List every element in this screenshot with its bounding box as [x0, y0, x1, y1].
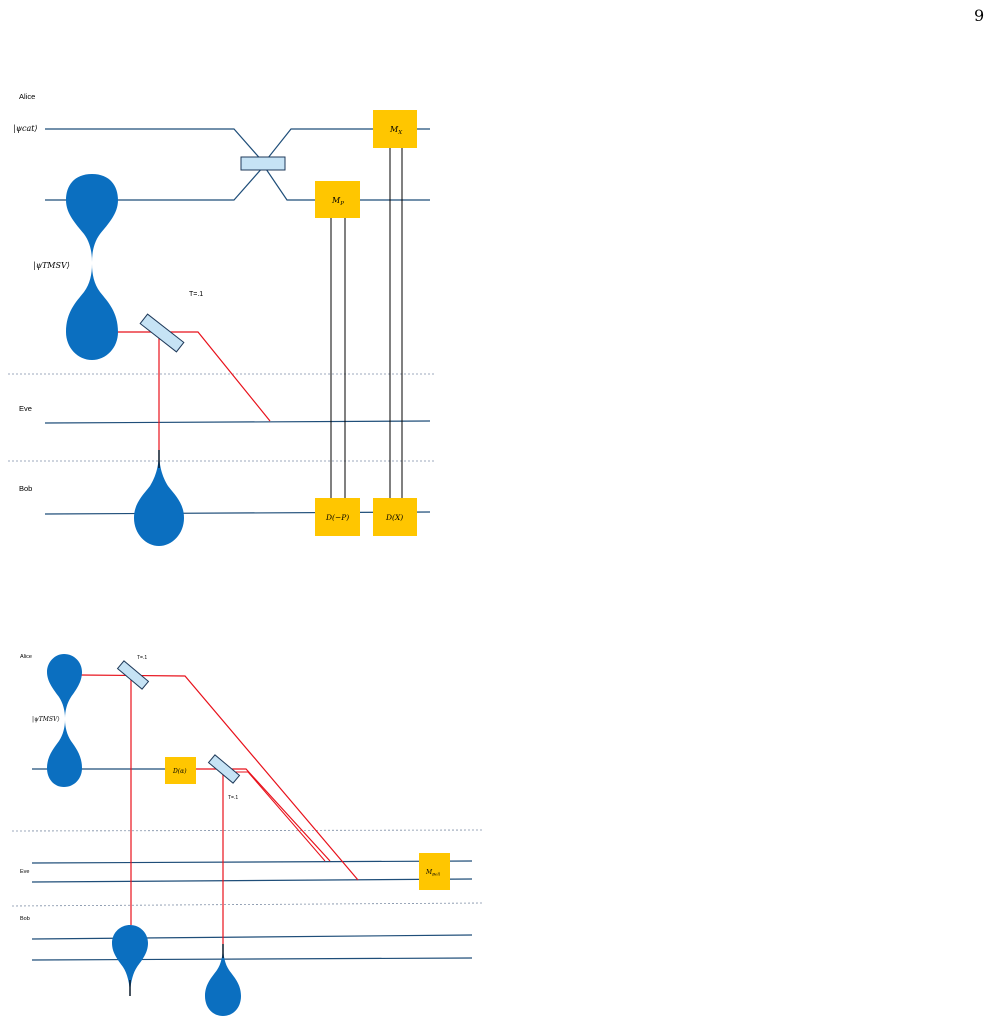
- transmittance-label-2b: T=.1: [228, 795, 238, 801]
- bob-droplet-1-icon: [112, 925, 148, 992]
- classical-wire-x: [389, 147, 403, 499]
- bob-label-2: Bob: [20, 916, 30, 922]
- bob-wire-2b: [31, 957, 473, 961]
- bob-droplet-icon: [134, 450, 184, 546]
- eve-label: Eve: [19, 404, 32, 413]
- bob-label: Bob: [19, 484, 32, 493]
- displace-alpha-label: D(α): [172, 768, 187, 775]
- beam-splitter-2: [207, 754, 241, 784]
- bob-droplet-2-icon: [205, 944, 241, 1016]
- balanced-beam-splitter: [240, 156, 286, 171]
- separator-eve-bob-2: [11, 902, 483, 907]
- page-number: 9: [974, 6, 985, 25]
- displace-x-box: [373, 498, 417, 536]
- beam-1: [79, 674, 359, 881]
- tmsv-droplet-bottom-2-icon: [47, 720, 82, 787]
- beam-2: [196, 768, 331, 862]
- bell-measure-label: MBell: [425, 869, 441, 877]
- displace-minus-p-box: [315, 498, 360, 536]
- alice-label: Alice: [19, 92, 35, 101]
- diagram-1: Alice Eve Bob |ψcat⟩ |ψTMSV⟩ T=.1 MX MP …: [8, 92, 435, 546]
- bob-wire-2a: [31, 934, 473, 940]
- measure-p-label: MP: [331, 196, 344, 207]
- eve-wire-2a: [31, 860, 473, 864]
- bell-measure-box: [419, 853, 450, 890]
- classical-wire-p: [330, 218, 346, 499]
- channel-beam: [118, 331, 271, 422]
- tmsv-droplet-top-2-icon: [47, 654, 82, 718]
- eve-wire-2b: [31, 878, 473, 883]
- bob-wire: [44, 511, 431, 515]
- tmsv-droplet-bottom-icon: [66, 264, 118, 360]
- eve-wire: [44, 420, 431, 424]
- psi-tmsv-label-2: |ψTMSV⟩: [32, 716, 60, 723]
- tmsv-droplet-top-icon: [66, 174, 118, 262]
- separator-alice-eve-2: [11, 829, 483, 832]
- beam-2-parallel: [232, 771, 326, 862]
- displace-alpha-box: [165, 757, 196, 784]
- displace-minus-p-label: D(−P): [325, 513, 349, 522]
- measure-x-box: [373, 110, 417, 148]
- eve-label-2: Eve: [20, 869, 29, 875]
- alice-wire-top: [45, 128, 430, 164]
- channel-beam-splitter: [139, 313, 185, 353]
- displace-x-label: D(X): [385, 513, 403, 522]
- diagram-2: Alice Eve Bob |ψTMSV⟩ T=.1 T=.1 D(α) MBe…: [11, 654, 483, 1016]
- measure-x-label: MX: [389, 125, 403, 136]
- beam-splitter-1: [116, 660, 150, 690]
- transmittance-label: T=.1: [189, 291, 203, 298]
- alice-label-2: Alice: [20, 654, 32, 660]
- transmittance-label-2a: T=.1: [137, 655, 147, 661]
- measure-p-box: [315, 181, 360, 218]
- psi-tmsv-label: |ψTMSV⟩: [33, 261, 70, 270]
- psi-cat-label: |ψcat⟩: [13, 124, 38, 133]
